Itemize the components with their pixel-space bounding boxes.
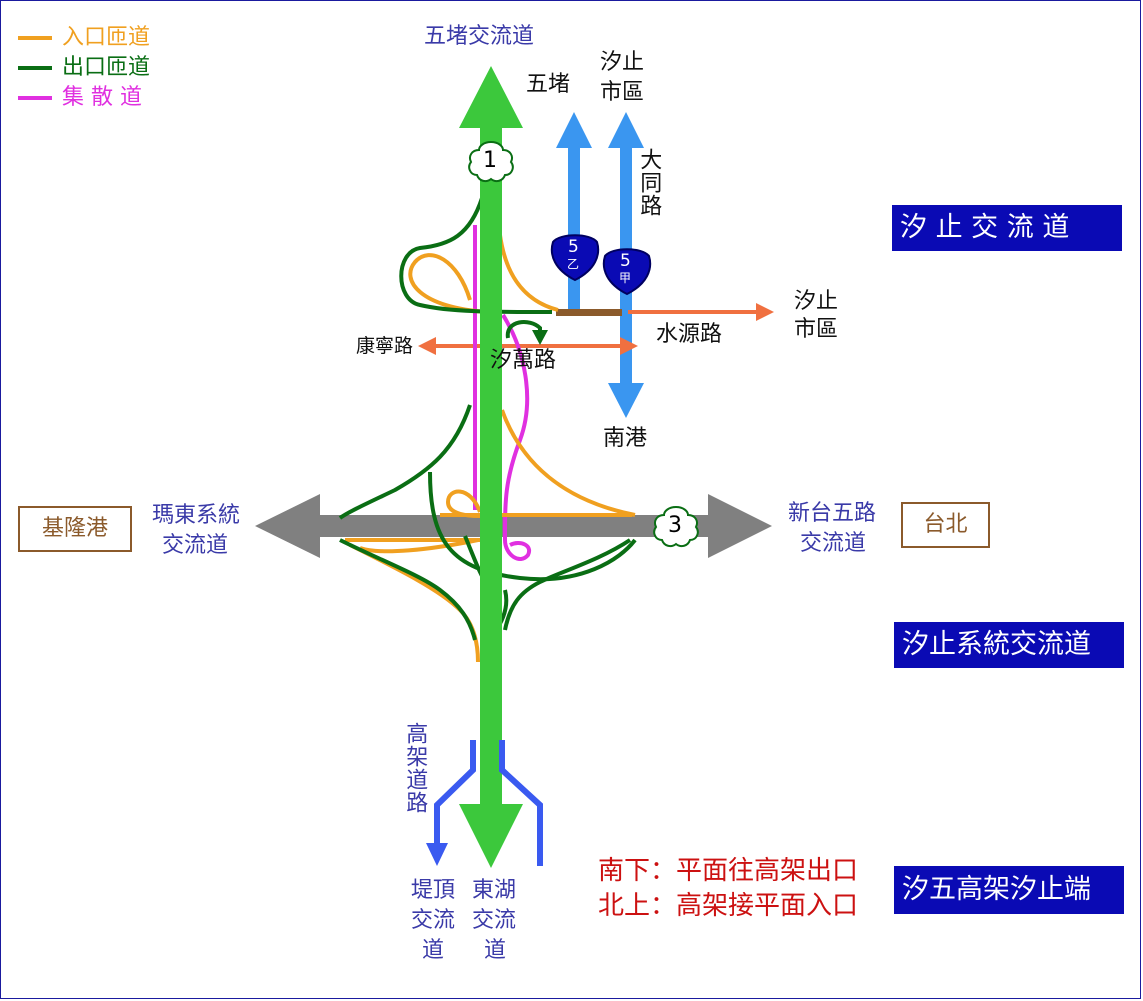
- northbound-note: 北上：高架接平面入口: [598, 891, 859, 921]
- legend-exit-swatch: [18, 66, 52, 70]
- xizhi-city-right-label: 汐止市區: [794, 289, 839, 342]
- elevated-road-west-arrow: [426, 843, 448, 866]
- donghu-label-line3: 道: [484, 938, 507, 963]
- xizhi-interchange-title: 汐 止 交 流 道: [892, 205, 1122, 251]
- entrance-ramp-nw: [408, 253, 489, 314]
- xintai-label-line2: 交流道: [800, 531, 867, 556]
- shuiyuan-road-arrow: [756, 303, 774, 321]
- legend-entrance-swatch: [18, 36, 52, 40]
- freeway-1-north-arrow: [459, 66, 523, 128]
- wudu-label: 五堵: [526, 72, 571, 97]
- elevated-road: [426, 740, 543, 866]
- exit-ramp-se: [503, 538, 632, 631]
- shield-nat3-label: 3: [668, 513, 682, 538]
- diding-label-line3: 道: [422, 938, 445, 963]
- exit-ramp-sw: [339, 538, 477, 641]
- freeway-1-route: [459, 66, 523, 868]
- elevated-road-east: [499, 740, 543, 866]
- exit-ramp-loop-south: [428, 471, 637, 582]
- shield-prov5b-icon: [550, 234, 600, 282]
- kangning-road-west-arrow: [418, 337, 436, 355]
- shield-nat1-label: 1: [483, 148, 497, 173]
- elevated-road-west: [434, 740, 476, 848]
- prov-5b-body: [568, 140, 580, 310]
- freeway-3-west-arrow: [255, 494, 320, 558]
- donghu-label-line1: 東湖: [472, 878, 517, 903]
- taipei-box: 台北: [901, 502, 990, 548]
- xiwu-elevated-end-title: 汐五高架汐止端: [894, 866, 1124, 914]
- freeway-3-east-arrow: [708, 494, 772, 558]
- freeway-1-body: [480, 118, 502, 818]
- kangning-road-label: 康寧路: [356, 335, 414, 357]
- xizhi-system-interchange-title: 汐止系統交流道: [894, 622, 1124, 668]
- freeway-3-body: [300, 515, 720, 537]
- prov-5a-north-arrow: [608, 112, 644, 148]
- shield-prov5b-sub: 乙: [567, 257, 580, 271]
- shuiyuan-road: [628, 303, 774, 321]
- nangang-label: 南港: [603, 426, 648, 451]
- exit-ramp-xiwan: [505, 320, 542, 339]
- legend-entrance-label: 入口匝道: [62, 25, 151, 50]
- shield-prov5b-number: 5: [568, 237, 579, 257]
- freeway-3-route: [255, 494, 772, 558]
- entrance-ramp-sw: [349, 543, 480, 663]
- donghu-label-line2: 交流: [472, 908, 517, 933]
- connector-road: [556, 309, 622, 316]
- entrance-ramp-e-upper: [500, 409, 636, 517]
- elevated-road-label: 高架道路: [402, 722, 428, 814]
- kangning-road-east-arrow: [620, 337, 638, 355]
- xintai-label-line1: 新台五路: [788, 501, 877, 526]
- kangning-road: [418, 337, 638, 355]
- xiwan-road-label: 汐萬路: [490, 348, 557, 373]
- shuiyuan-road-label: 水源路: [656, 322, 723, 347]
- shield-prov5a-number: 5: [620, 251, 631, 271]
- legend-exit-label: 出口匝道: [62, 55, 151, 80]
- entrance-ramp-w-curve: [359, 538, 479, 554]
- shield-nat1-icon: [468, 140, 514, 183]
- entrance-ramps: [345, 234, 636, 663]
- legend-distributor-label: 集 散 道: [62, 85, 142, 110]
- shield-prov5a-icon: [602, 248, 652, 296]
- prov-5a-south-arrow: [608, 383, 644, 418]
- exit-ramp-xiwan-arrow: [532, 330, 548, 345]
- legend-distributor-swatch: [18, 96, 52, 100]
- datong-road-label: 大同路: [636, 148, 662, 217]
- freeway-1-south-arrow: [459, 804, 523, 868]
- keelung-port-box: 基隆港: [18, 506, 132, 552]
- exit-ramp-nw-lower: [338, 404, 472, 520]
- wudu-interchange-label: 五堵交流道: [424, 24, 535, 49]
- xizhi-city-top-label: 汐止市區: [600, 50, 645, 105]
- shield-prov5a-sub: 甲: [619, 271, 632, 285]
- prov-5b-north-arrow: [556, 112, 592, 148]
- madong-label-line1: 瑪東系統: [152, 503, 241, 528]
- entrance-ramp-ne: [498, 234, 559, 312]
- diding-label-line1: 堤頂: [411, 878, 456, 903]
- southbound-note: 南下：平面往高架出口: [598, 856, 859, 886]
- madong-label-line2: 交流道: [162, 533, 229, 558]
- shield-nat3-icon: [653, 505, 699, 548]
- diding-label-line2: 交流: [411, 908, 456, 933]
